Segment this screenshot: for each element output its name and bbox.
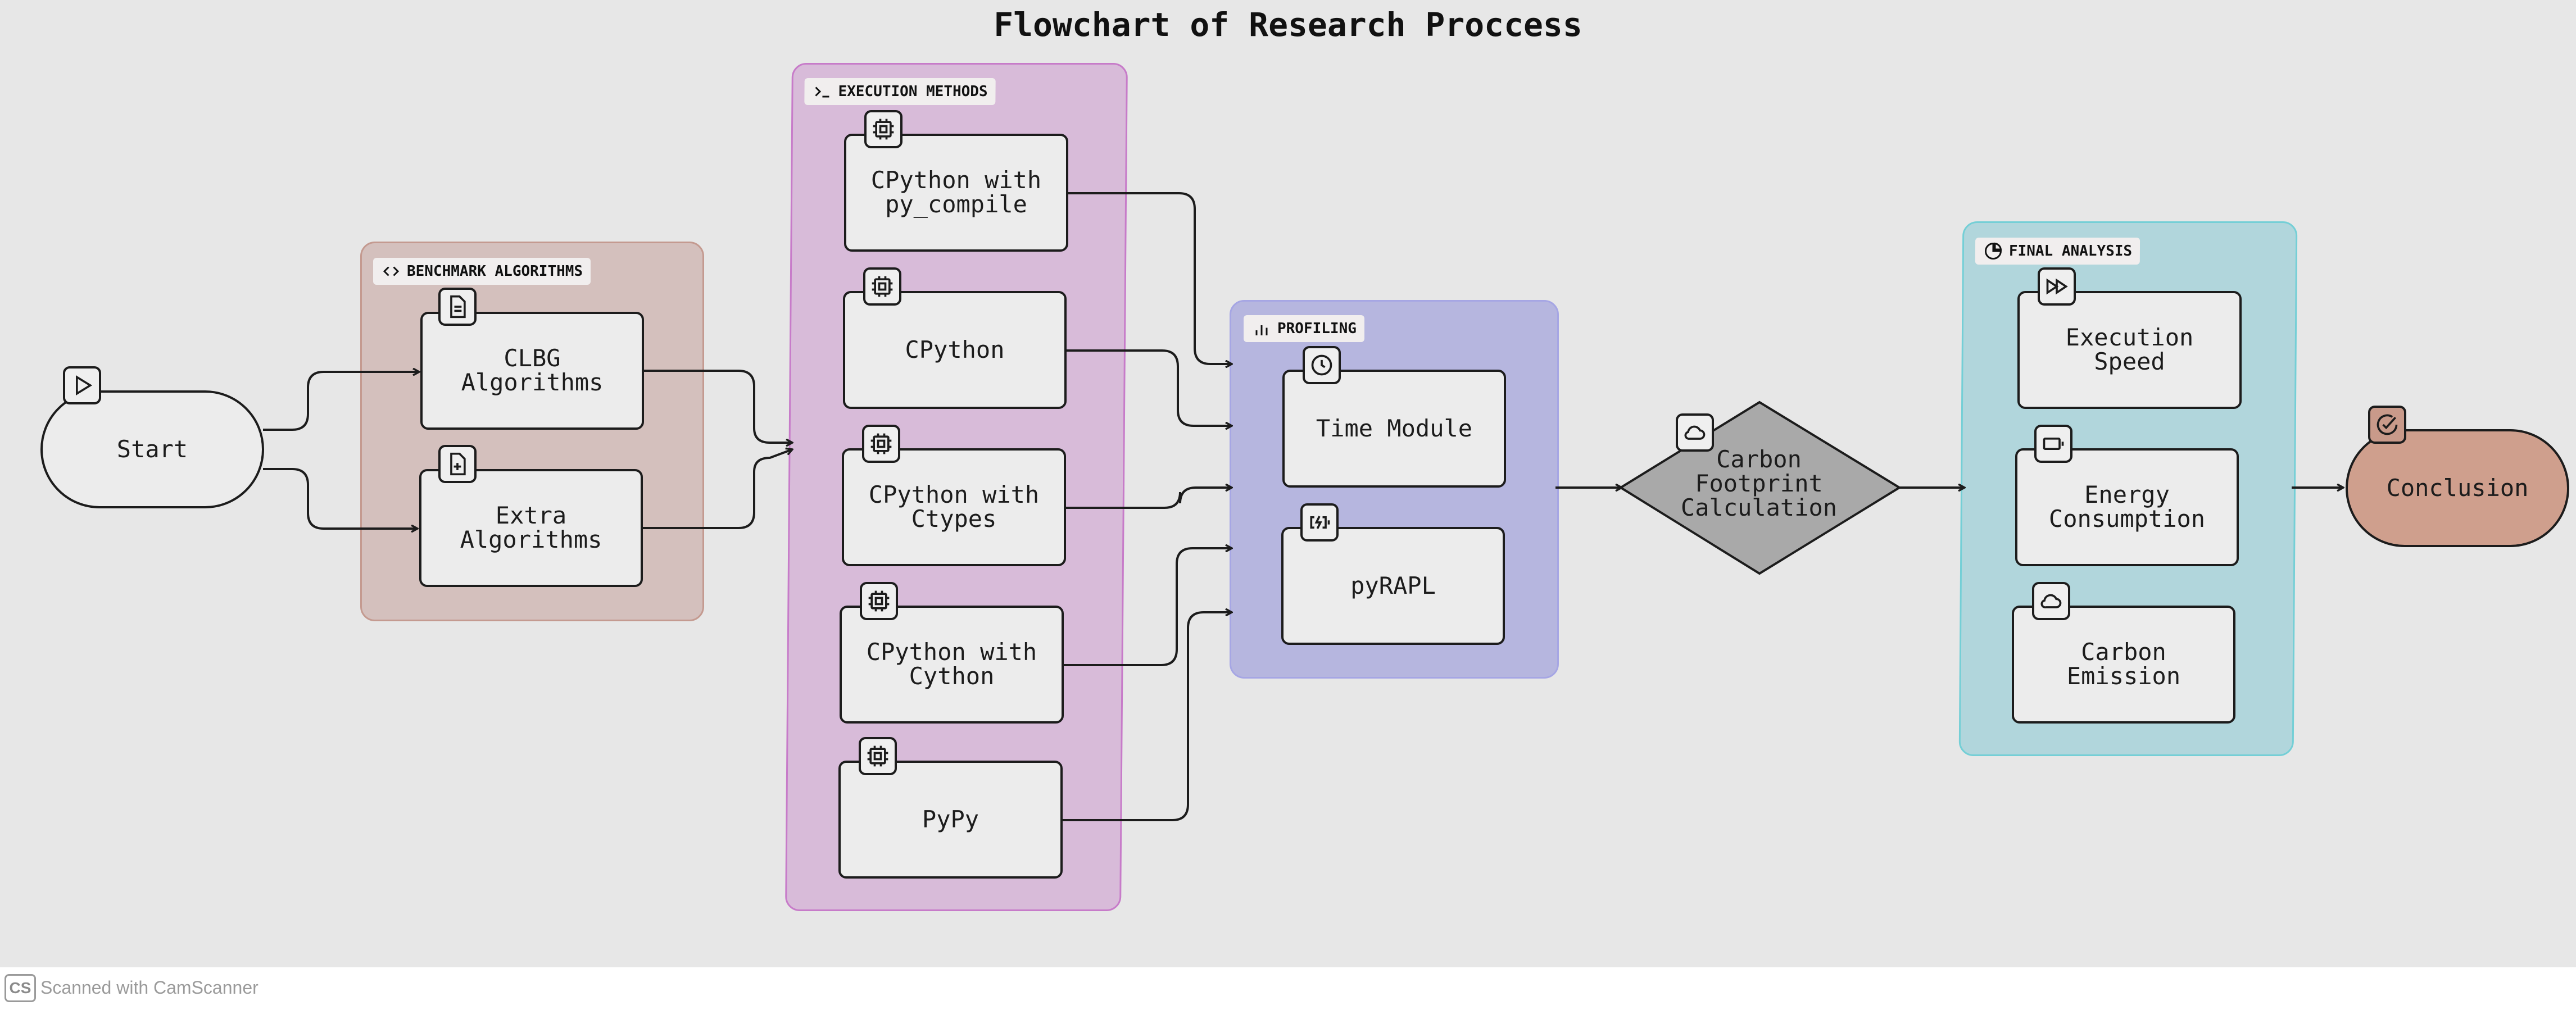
edge-start-extra <box>263 468 418 529</box>
energy-consumption-node[interactable]: Energy Consumption <box>2015 448 2239 566</box>
cpython-cython-node[interactable]: CPython with Cython <box>840 606 1064 724</box>
exec-speed-icon-box <box>2038 267 2076 306</box>
cpu-icon <box>867 745 888 767</box>
cpu-icon <box>872 276 893 297</box>
cython-icon-box <box>860 582 898 620</box>
benchmark-algorithms-label: BENCHMARK ALGORITHMS <box>373 258 591 285</box>
edge-pypy-profiling <box>1062 612 1232 821</box>
clbg-icon-box <box>438 288 477 326</box>
pypy-node[interactable]: PyPy <box>838 761 1063 879</box>
execution-speed-node[interactable]: Execution Speed <box>2017 291 2242 409</box>
cpu-icon <box>870 433 892 454</box>
profiling-label: PROFILING <box>1244 315 1364 342</box>
ctypes-icon-box <box>862 425 900 463</box>
clock-icon <box>1311 354 1332 376</box>
benchmark-algorithms-group: BENCHMARK ALGORITHMS <box>360 242 704 621</box>
carbon-calc-icon-box <box>1676 413 1714 452</box>
file-plus-icon <box>450 452 466 476</box>
energy-icon-box <box>2034 425 2072 463</box>
execution-methods-group: EXECUTION METHODS <box>785 63 1128 911</box>
battery-charging-icon <box>1310 516 1330 529</box>
clbg-algorithms-node[interactable]: CLBG Algorithms <box>420 312 644 430</box>
carbon-emission-node[interactable]: Carbon Emission <box>2012 606 2235 724</box>
execution-methods-label: EXECUTION METHODS <box>804 78 996 105</box>
edge-extra-execution <box>643 449 792 529</box>
py-compile-icon-box <box>864 110 902 148</box>
bar-chart-icon <box>1255 325 1268 335</box>
start-node[interactable]: Start <box>40 390 264 508</box>
cpu-icon <box>868 590 890 612</box>
conclusion-icon-box <box>2368 406 2406 444</box>
edge-cython-profiling <box>1063 548 1232 666</box>
cpython-node[interactable]: CPython <box>843 291 1067 409</box>
pypy-icon-box <box>859 737 897 775</box>
carbon-emission-icon-box <box>2032 582 2070 620</box>
carbon-footprint-label[interactable]: Carbon Footprint Calculation <box>1680 445 1838 521</box>
time-module-node[interactable]: Time Module <box>1282 370 1506 488</box>
code-icon <box>383 266 400 276</box>
scanner-footer: CS Scanned with CamScanner <box>0 967 2576 1010</box>
extra-icon-box <box>438 445 477 483</box>
battery-icon <box>2043 438 2064 450</box>
cpython-py-compile-node[interactable]: CPython with py_compile <box>844 134 1068 252</box>
camscanner-logo: CS <box>4 974 36 1002</box>
edge-clbg-execution <box>644 370 792 443</box>
terminal-icon <box>815 87 829 98</box>
fast-forward-icon <box>2046 278 2068 295</box>
final-analysis-group: FINAL ANALYSIS <box>1958 221 2298 756</box>
cpython-ctypes-node[interactable]: CPython with Ctypes <box>842 448 1066 566</box>
cloud-icon <box>1684 425 1706 440</box>
edge-pycompile-profiling <box>1067 192 1232 364</box>
edge-cpython-profiling <box>1065 349 1232 426</box>
cpu-icon <box>873 119 894 140</box>
pie-chart-icon <box>1984 242 2002 260</box>
document-icon <box>450 295 466 319</box>
extra-algorithms-node[interactable]: Extra Algorithms <box>419 469 643 587</box>
final-analysis-label: FINAL ANALYSIS <box>1975 238 2140 265</box>
edge-ctypes-profiling <box>1065 488 1232 509</box>
pyrapl-node[interactable]: pyRAPL <box>1281 527 1505 645</box>
cpython-icon-box <box>863 267 901 306</box>
check-circle-icon <box>2377 414 2398 435</box>
pyrapl-icon-box <box>1300 503 1339 542</box>
chart-title: Flowchart of Research Proccess <box>994 6 1582 44</box>
start-icon-box <box>63 366 101 404</box>
time-module-icon-box <box>1303 346 1341 384</box>
edge-start-clbg <box>263 372 419 431</box>
cloud-icon <box>2040 594 2062 608</box>
camscanner-watermark: Scanned with CamScanner <box>40 977 258 998</box>
conclusion-node[interactable]: Conclusion <box>2346 429 2569 547</box>
play-icon <box>76 375 93 395</box>
